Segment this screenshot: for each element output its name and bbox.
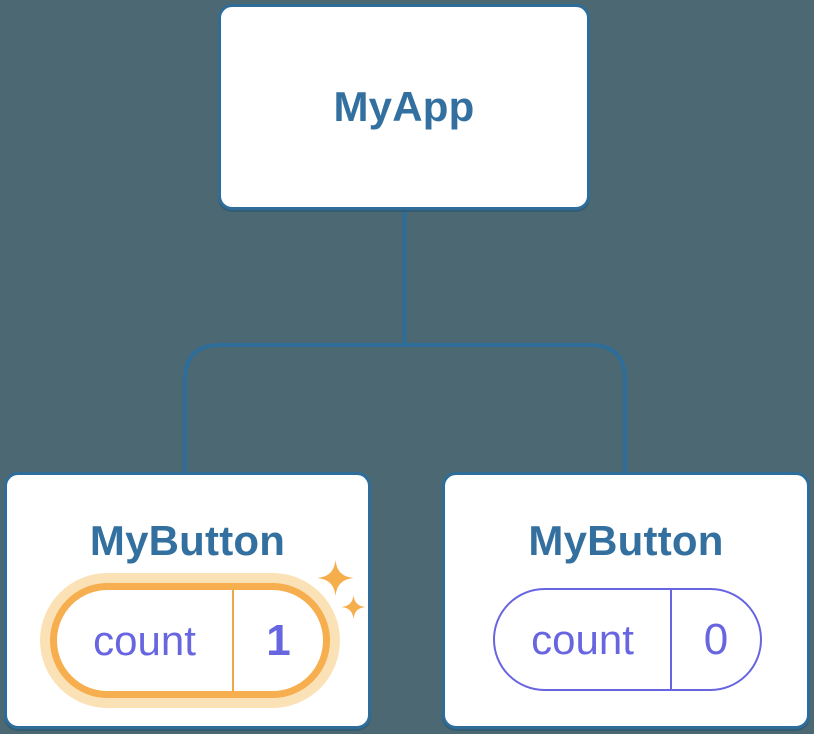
- state-value: 1: [266, 615, 291, 665]
- node-myapp-label: MyApp: [333, 83, 475, 130]
- state-name-label: count: [531, 615, 634, 663]
- state-pill-plain: count 0: [493, 588, 762, 691]
- node-mybutton-highlighted: MyButton count 1: [4, 472, 371, 729]
- state-pill-highlighted: count 1: [50, 583, 330, 698]
- node-mybutton-highlighted-label: MyButton: [89, 517, 286, 564]
- state-value: 0: [703, 614, 729, 664]
- node-myapp: MyApp: [218, 4, 590, 210]
- state-name-label: count: [93, 616, 196, 664]
- node-mybutton-plain-label: MyButton: [528, 517, 724, 564]
- pill-divider: [232, 590, 234, 691]
- pill-divider: [670, 590, 672, 689]
- node-mybutton-plain: MyButton count 0: [442, 472, 810, 729]
- connector-branch: [183, 343, 627, 474]
